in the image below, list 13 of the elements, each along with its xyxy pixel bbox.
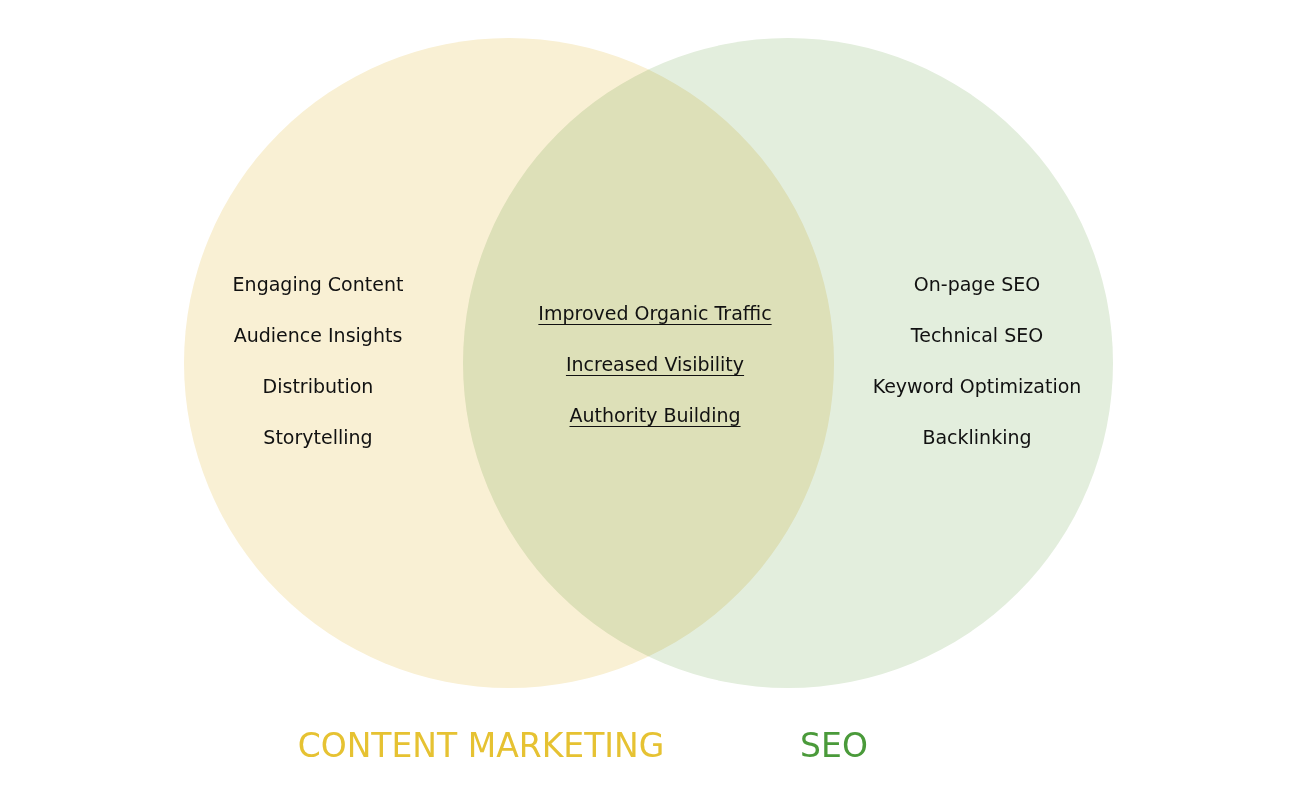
circle-heading: SEO — [800, 725, 868, 765]
circle-heading: CONTENT MARKETING — [297, 725, 665, 765]
list-item: Technical SEO — [910, 324, 1044, 346]
list-item: Audience Insights — [233, 324, 403, 346]
list-item: Engaging Content — [232, 273, 404, 295]
list-item: Storytelling — [263, 426, 373, 448]
list-item: Backlinking — [922, 426, 1032, 448]
overlap-item: Improved Organic Traffic — [538, 302, 772, 324]
overlap-item: Authority Building — [569, 404, 741, 426]
list-item: Distribution — [262, 375, 374, 397]
list-item: On-page SEO — [913, 273, 1041, 295]
list-item: Keyword Optimization — [872, 375, 1082, 397]
overlap-item: Increased Visibility — [565, 353, 745, 375]
